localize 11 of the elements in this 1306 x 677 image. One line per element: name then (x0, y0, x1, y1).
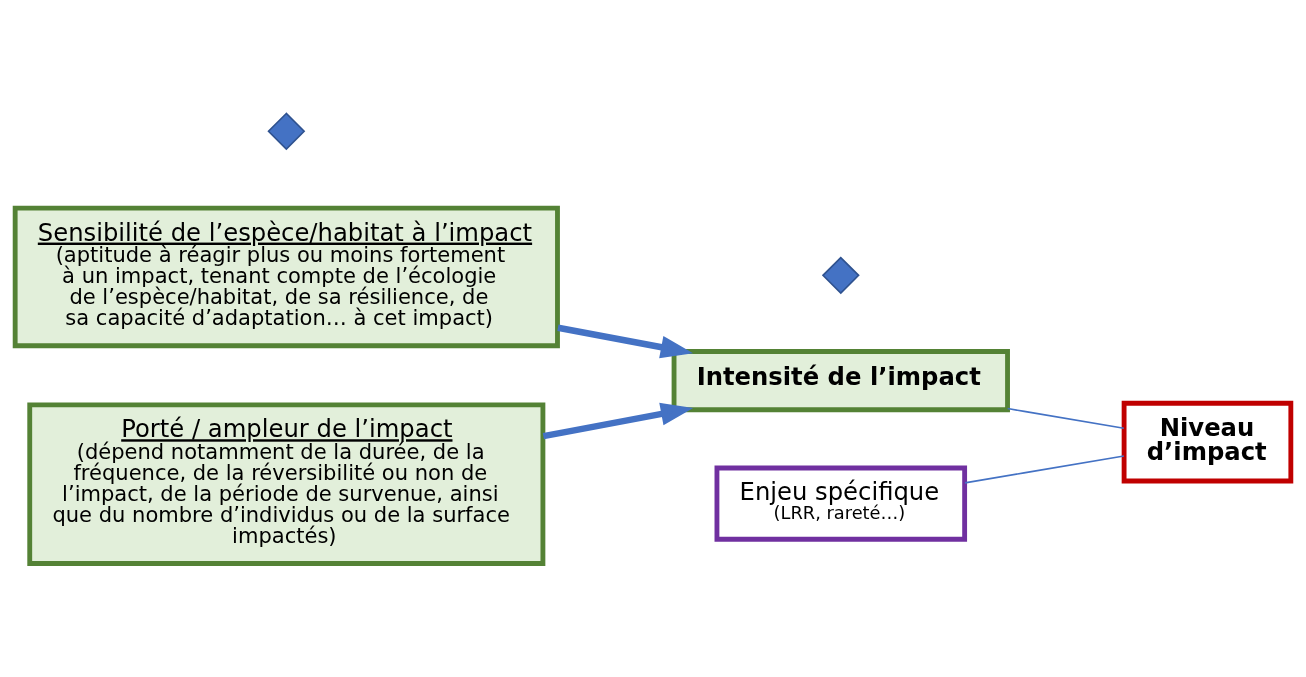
arrow (557, 324, 694, 359)
node-box: Intensité de l’impact (671, 349, 1010, 413)
node-box: Niveau d’impact (1121, 400, 1294, 484)
node-cross (821, 256, 860, 295)
node-cross (267, 112, 306, 151)
connector (1006, 407, 1125, 430)
node-box: Sensibilité de l’espèce/habitat à l’impact (aptitude à réagir plus ou moins fortement à un impact, tenant compte de l’écologie de l’espèce/habitat, de sa résilience, de sa capacité d’adaptation… à cet impact) (12, 205, 560, 349)
node-box: Porté / ampleur de l’impact (dépend notamment de la durée, de la fréquence, de la réversibilité ou non de l’impact, de la période de survenue, ainsi que du nombre d’individus ou de la surface impactés) (27, 402, 546, 566)
connector (964, 455, 1125, 484)
arrow (542, 402, 694, 440)
node-box: Enjeu spécifique (LRR, rareté…) (714, 465, 968, 542)
